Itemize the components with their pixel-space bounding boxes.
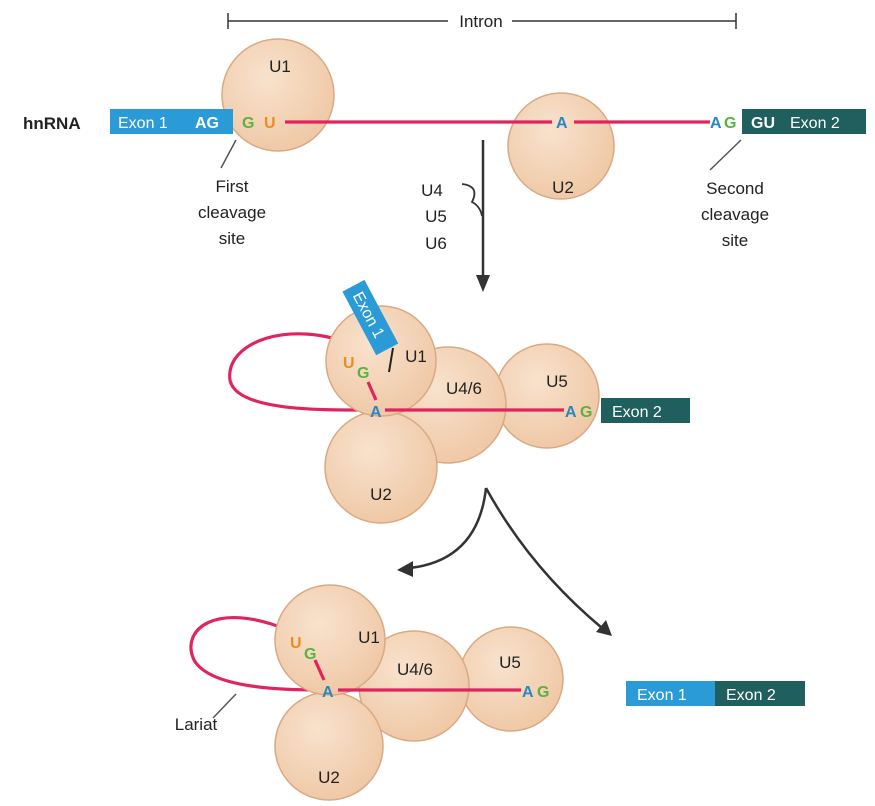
- g-nucleotide-top: G: [242, 115, 254, 132]
- arrow-to-lariat: [409, 487, 488, 570]
- u1-label-bottom: U1: [358, 628, 380, 647]
- ag-a-middle: A: [565, 404, 577, 421]
- middle-exon1-tether: [388, 347, 394, 373]
- u5-label: U5: [425, 207, 447, 226]
- intron-label: Intron: [459, 12, 502, 31]
- arrow-to-lariat-head: [397, 561, 413, 577]
- bottom-g-a-link: [313, 659, 326, 681]
- ag-g-bottom: G: [537, 684, 549, 701]
- u-nucleotide-top: U: [264, 115, 276, 132]
- branch-a-bottom: A: [322, 684, 334, 701]
- g-nucleotide-bottom: G: [304, 646, 316, 663]
- u6-label: U6: [425, 234, 447, 253]
- u2-snrnp-middle: [324, 410, 438, 524]
- exon1-ag: AG: [195, 115, 219, 132]
- u46-label-bottom: U4/6: [397, 660, 433, 679]
- u46-label-middle: U4/6: [446, 379, 482, 398]
- u-nucleotide-bottom: U: [290, 635, 302, 652]
- joined-exon2-box: [715, 681, 805, 706]
- hnrna-label: hnRNA: [23, 114, 81, 133]
- u1-snrnp-middle: [325, 305, 437, 417]
- u5-label-bottom: U5: [499, 653, 521, 672]
- lariat-loop: [189, 616, 321, 692]
- snrnp-join-bracket: [461, 183, 483, 217]
- u1-snrnp-bottom: [274, 584, 386, 696]
- branch-a-middle: A: [370, 404, 382, 421]
- second-cleavage-line1: Second: [706, 179, 764, 198]
- exon2-label-middle: Exon 2: [612, 404, 662, 421]
- branch-a-top: A: [556, 115, 568, 132]
- first-cleavage-line3: site: [219, 229, 245, 248]
- g-nucleotide-middle: G: [357, 365, 369, 382]
- first-cleavage-pointer: [220, 139, 237, 169]
- arrow-to-product-head: [596, 620, 612, 636]
- lariat-label: Lariat: [175, 715, 218, 734]
- first-cleavage-line2: cleavage: [198, 203, 266, 222]
- u2-snrnp-top: [507, 92, 615, 200]
- u2-label-top: U2: [552, 178, 574, 197]
- ag-g-top: G: [724, 115, 736, 132]
- second-cleavage-pointer: [709, 139, 742, 171]
- second-cleavage-line2: cleavage: [701, 205, 769, 224]
- exon1-label-top: Exon 1: [118, 115, 168, 132]
- exon2-label-top: Exon 2: [790, 115, 840, 132]
- joined-exon2-label: Exon 2: [726, 687, 776, 704]
- joined-exon1-label: Exon 1: [637, 687, 687, 704]
- u5-label-middle: U5: [546, 372, 568, 391]
- u5-snrnp-bottom: [458, 626, 564, 732]
- second-cleavage-line3: site: [722, 231, 748, 250]
- ag-g-middle: G: [580, 404, 592, 421]
- u5-snrnp-middle: [494, 343, 600, 449]
- first-cleavage-line1: First: [215, 177, 248, 196]
- exon2-box-middle: [601, 398, 690, 423]
- u-nucleotide-middle: U: [343, 355, 355, 372]
- middle-intron-loop: [228, 332, 377, 412]
- step-arrow-head: [476, 275, 490, 292]
- lariat-pointer: [212, 693, 237, 719]
- ag-a-top: A: [710, 115, 722, 132]
- u2-label-middle: U2: [370, 485, 392, 504]
- exon1-box-top: [110, 109, 233, 134]
- gu-nucleotides-top: GU: [751, 115, 775, 132]
- exon2-box-top: [742, 109, 866, 134]
- u4-label: U4: [421, 181, 443, 200]
- intron-bracket: Intron: [227, 12, 737, 31]
- joined-exon1-box: [626, 681, 715, 706]
- middle-g-a-link: [366, 381, 378, 401]
- u1-snrnp-top: [221, 38, 335, 152]
- arrow-to-product: [484, 487, 603, 629]
- u1-label-middle: U1: [405, 347, 427, 366]
- ag-a-bottom: A: [522, 684, 534, 701]
- u1-label-top: U1: [269, 57, 291, 76]
- u2-label-bottom: U2: [318, 768, 340, 787]
